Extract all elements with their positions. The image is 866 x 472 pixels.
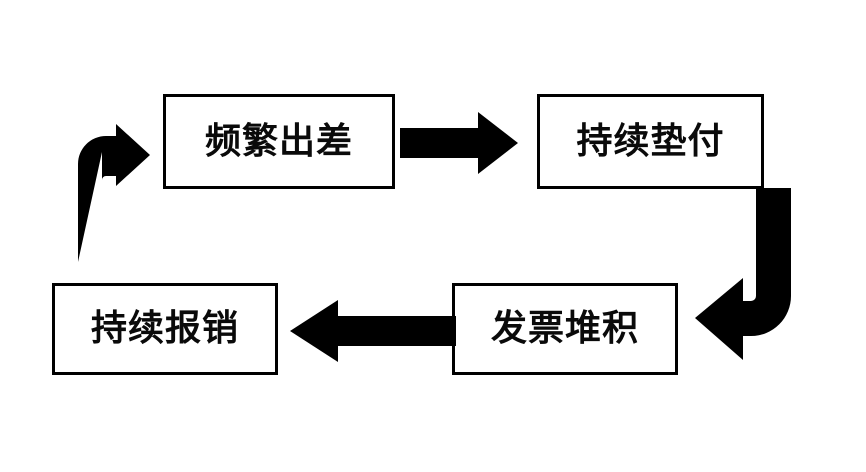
node-label: 频繁出差 (204, 120, 353, 162)
node-label: 持续报销 (90, 308, 239, 349)
node-label: 持续垫付 (576, 120, 725, 162)
node-invoice-pileup[interactable]: 发票堆积 (452, 283, 678, 375)
node-label: 发票堆积 (490, 308, 639, 349)
arrow-left-icon (290, 300, 456, 362)
arrow-elbow-down-left-icon (695, 188, 791, 360)
node-continuous-reimbursement[interactable]: 持续报销 (52, 283, 278, 375)
arrow-elbow-up-right-icon (78, 124, 150, 262)
node-continuous-advance-payment[interactable]: 持续垫付 (537, 94, 764, 189)
node-frequent-business-travel[interactable]: 频繁出差 (163, 94, 395, 189)
arrow-right-icon (400, 112, 518, 174)
